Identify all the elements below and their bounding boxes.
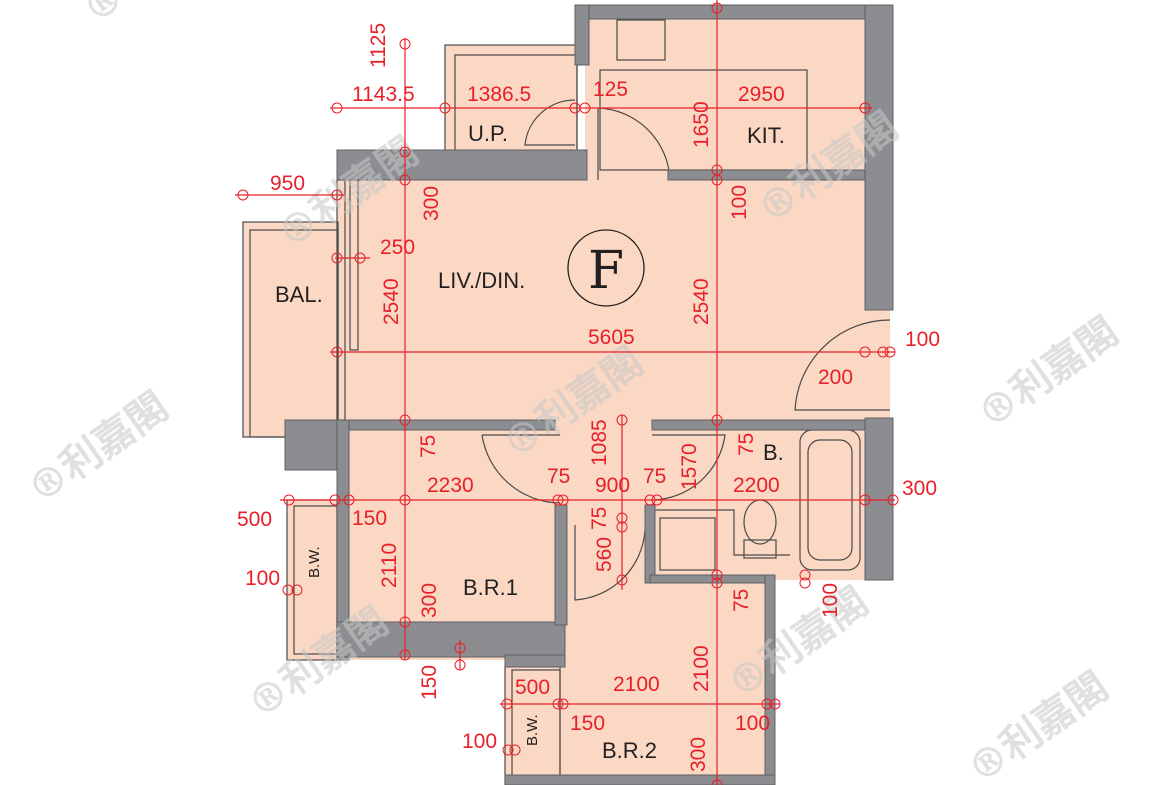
dim-label: 300 — [902, 477, 937, 500]
dim-label: 2100 — [690, 645, 713, 692]
dim-label: 100 — [728, 185, 751, 220]
dim-label: 300 — [420, 186, 443, 221]
dim-label: 1143.5 — [352, 83, 415, 106]
dim-label: 100 — [735, 712, 770, 735]
room-label-bay-window1: B.W. — [306, 546, 323, 578]
dim-label: 100 — [819, 583, 842, 618]
dim-label: 300 — [687, 737, 710, 772]
basin — [659, 517, 716, 571]
dim-label: 75 — [417, 435, 440, 458]
dim-label: 200 — [818, 366, 853, 389]
dim-label: 1650 — [690, 101, 713, 148]
dim-label: 2540 — [690, 278, 713, 325]
dim-label: 1125 — [367, 23, 390, 68]
dim-label: 2540 — [380, 278, 403, 325]
dim-label: 150 — [352, 507, 387, 530]
dim-label: 75 — [547, 465, 570, 488]
dim-label: 2110 — [378, 543, 401, 588]
svg-text:®利嘉閣: ®利嘉閣 — [969, 308, 1127, 438]
dim-label: 100 — [462, 730, 497, 753]
dim-label: 2230 — [427, 474, 474, 497]
room-label-bedroom2: B.R.2 — [602, 738, 657, 763]
svg-text:®利嘉閣: ®利嘉閣 — [19, 383, 177, 513]
room-label-bathroom: B. — [763, 440, 784, 465]
dim-label: 150 — [570, 712, 605, 735]
unit-marker: F — [567, 229, 645, 307]
room-label-bedroom1: B.R.1 — [463, 575, 518, 600]
room-label-bay-window2: B.W. — [524, 714, 541, 746]
dim-label: 1570 — [678, 443, 701, 490]
svg-text:®利嘉閣: ®利嘉閣 — [74, 0, 232, 33]
dim-label: 900 — [595, 474, 630, 497]
dim-label: 2100 — [613, 673, 660, 696]
dim-label: 2200 — [733, 474, 780, 497]
kitchen-sink — [616, 19, 666, 61]
dim-label: 300 — [418, 583, 441, 618]
dim-label: 950 — [270, 172, 305, 195]
room-label-balcony: BAL. — [275, 282, 323, 307]
room-labels: U.P. KIT. LIV./DIN. BAL. B. B.R.1 B.R.2 … — [275, 121, 785, 763]
dim-label: 1085 — [588, 419, 611, 466]
floor-areas — [243, 10, 890, 785]
dim-label: 500 — [237, 508, 272, 531]
dim-label: 5605 — [588, 326, 635, 349]
dim-label: 75 — [730, 589, 753, 612]
dim-label: 2950 — [738, 83, 785, 106]
dim-label: 500 — [515, 676, 550, 699]
dim-label: 75 — [588, 507, 611, 530]
dim-label: 100 — [245, 567, 280, 590]
dim-label: 75 — [735, 433, 758, 456]
dim-label: 1386.5 — [467, 83, 531, 106]
dim-label: 560 — [593, 537, 616, 572]
room-label-up: U.P. — [468, 121, 508, 146]
dim-label: 250 — [380, 236, 415, 259]
svg-text:®利嘉閣: ®利嘉閣 — [959, 663, 1117, 785]
room-label-living-dining: LIV./DIN. — [438, 268, 525, 293]
room-label-kitchen: KIT. — [747, 123, 785, 148]
dim-label: 75 — [643, 465, 666, 488]
dim-label: 125 — [593, 78, 628, 101]
dim-label: 100 — [905, 328, 940, 351]
dimension-labels: 1125 1143.5 1386.5 125 2950 1650 950 300… — [237, 23, 940, 772]
dimension-lines — [235, 0, 899, 785]
unit-marker-label: F — [588, 241, 624, 301]
dim-label: 150 — [418, 665, 441, 700]
